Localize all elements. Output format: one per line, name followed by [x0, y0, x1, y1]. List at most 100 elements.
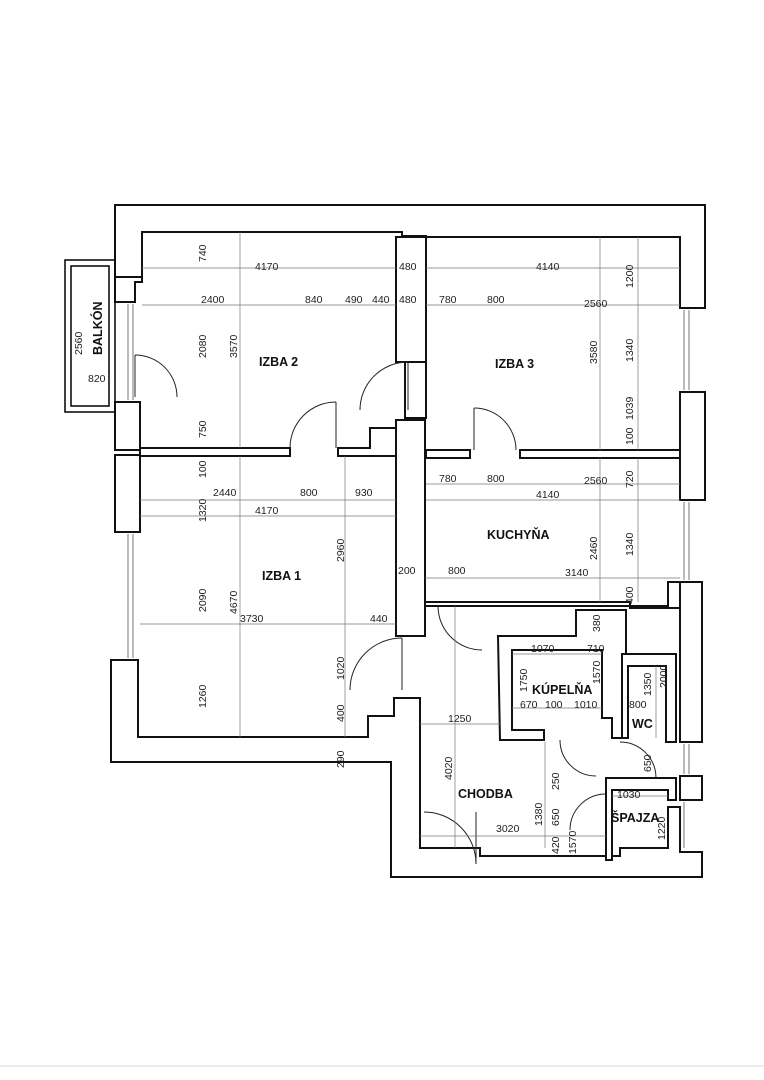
dim-label: 1380	[533, 802, 545, 826]
dim-label: 670	[520, 699, 538, 711]
dim-label: 2440	[213, 487, 237, 499]
dim-label: 820	[88, 373, 106, 385]
dim-label: 1570	[591, 660, 603, 684]
dim-label: 1010	[574, 699, 598, 711]
dim-label: 1260	[197, 684, 209, 708]
room-kupelna: KÚPELŇA	[532, 682, 592, 697]
dim-label: 2080	[197, 334, 209, 358]
dim-label: 2560	[584, 298, 608, 310]
dim-label: 800	[487, 294, 505, 306]
wc-walls	[621, 653, 677, 743]
dim-label: 650	[642, 754, 654, 772]
dim-label: 490	[345, 294, 363, 306]
dim-label: 480	[399, 261, 417, 273]
dim-label: 4670	[228, 590, 240, 614]
dim-label: 1020	[335, 656, 347, 680]
doors	[134, 354, 657, 865]
room-chodba: CHODBA	[458, 787, 513, 801]
dim-label: 930	[355, 487, 373, 499]
wall-k-bottom	[424, 581, 681, 609]
dim-label: 2400	[201, 294, 225, 306]
dim-label: 3140	[565, 567, 589, 579]
door-wc	[619, 741, 657, 779]
dim-label: 4020	[443, 756, 455, 780]
wall-i3-k-right	[519, 449, 681, 459]
dim-label: 720	[624, 470, 636, 488]
wall-i1-k	[395, 419, 426, 637]
dim-label: 4140	[536, 261, 560, 273]
wall-i3-k	[425, 449, 471, 459]
dim-label: 3570	[228, 334, 240, 358]
dim-label: 1220	[656, 816, 668, 840]
balkon-inner	[70, 265, 110, 407]
door-balkon	[134, 354, 178, 398]
outer-wall-left-lower	[110, 659, 703, 878]
dimension-lines	[140, 232, 680, 848]
door-spajza	[569, 793, 607, 831]
wall-i2-i1-right	[337, 427, 397, 457]
walls	[64, 204, 706, 878]
room-labels: IZBA 2 IZBA 3 IZBA 1 KUCHYŇA KÚPELŇA CHO…	[90, 302, 659, 825]
dim-label: 2960	[335, 538, 347, 562]
bathroom-walls	[496, 609, 627, 741]
dim-label: 290	[335, 750, 347, 768]
door-izba3	[473, 407, 517, 451]
outer-wall-right-wc	[679, 775, 703, 801]
dim-label: 1039	[624, 396, 636, 420]
door-izba2	[289, 401, 337, 449]
room-izba-3: IZBA 3	[495, 357, 534, 371]
dim-label: 3020	[496, 823, 520, 835]
dim-label: 800	[300, 487, 318, 499]
dim-label: 840	[305, 294, 323, 306]
dim-label: 1320	[197, 498, 209, 522]
dim-label: 1350	[642, 672, 654, 696]
door-izba1	[349, 637, 403, 691]
dim-label: 2560	[584, 475, 608, 487]
dim-label: 750	[197, 420, 209, 438]
dim-label: 100	[197, 460, 209, 478]
dim-label: 400	[335, 704, 347, 722]
windows	[127, 304, 690, 848]
dim-label: 1070	[531, 643, 555, 655]
outer-wall-left-ib1	[114, 454, 141, 533]
dim-label: 800	[487, 473, 505, 485]
dim-label: 440	[372, 294, 390, 306]
dim-label: 4170	[255, 505, 279, 517]
dim-label: 1200	[624, 264, 636, 288]
outer-wall-left-upper	[114, 276, 143, 303]
door-chodba	[423, 811, 477, 865]
dim-label: 2460	[588, 536, 600, 560]
room-balkon: BALKÓN	[90, 302, 105, 355]
room-spajza: ŠPAJZA	[611, 810, 659, 825]
dim-label: 3580	[588, 340, 600, 364]
dim-label: 400	[624, 586, 636, 604]
dim-label: 200	[398, 565, 416, 577]
dim-label: 800	[629, 699, 647, 711]
dim-label: 1340	[624, 532, 636, 556]
dim-label: 480	[399, 294, 417, 306]
dim-label: 780	[439, 294, 457, 306]
room-izba-2: IZBA 2	[259, 355, 298, 369]
dim-label: 380	[591, 614, 603, 632]
dim-label: 250	[550, 772, 562, 790]
wall-i2-i1	[139, 447, 291, 457]
outer-wall-right-k	[679, 581, 703, 743]
room-izba-1: IZBA 1	[262, 569, 301, 583]
dim-label: 3730	[240, 613, 264, 625]
outer-wall-right-i3	[679, 391, 706, 501]
dim-label: 2000	[658, 664, 670, 688]
dimension-labels: 2560 820 740 4170 480 4140 1200 2400 840…	[73, 244, 670, 854]
dim-label: 710	[587, 643, 605, 655]
dim-label: 440	[370, 613, 388, 625]
dim-label: 800	[448, 565, 466, 577]
balkon-outline	[64, 259, 116, 413]
spajza-walls	[605, 777, 677, 861]
dim-label: 740	[197, 244, 209, 262]
room-wc: WC	[632, 717, 653, 731]
dim-label: 1750	[518, 668, 530, 692]
dim-label: 4170	[255, 261, 279, 273]
dim-label: 420	[550, 836, 562, 854]
dim-label: 1030	[617, 789, 641, 801]
dim-label: 2090	[197, 588, 209, 612]
